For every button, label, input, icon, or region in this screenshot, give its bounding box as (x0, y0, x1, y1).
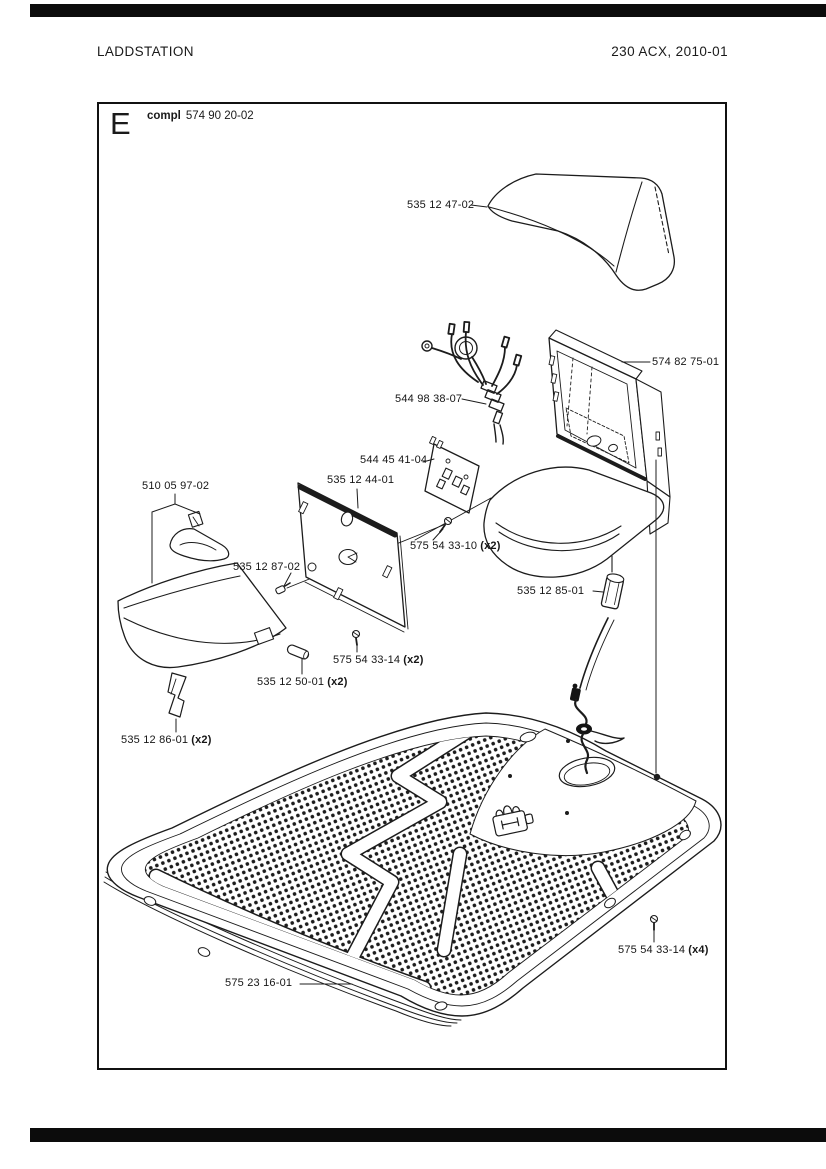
part-contact-cylinder (600, 555, 625, 610)
part-label: 535 12 50-01(x2) (257, 676, 348, 688)
part-screw-33-14-a (351, 629, 361, 646)
leader-lines (151, 204, 661, 985)
diagram-border (97, 102, 727, 1070)
part-screw-33-10 (439, 516, 453, 533)
page-title: LADDSTATION (97, 44, 194, 59)
plate-screw-holes (143, 731, 691, 1011)
part-cable-assembly (421, 320, 523, 445)
part-label: 575 54 33-10(x2) (410, 540, 501, 552)
part-locking-pin (286, 644, 310, 660)
part-label: 544 45 41-04 (360, 454, 428, 466)
boundary-cable-coil (570, 683, 625, 775)
part-label: 575 23 16-01 (225, 977, 293, 989)
part-label: 535 12 44-01 (327, 474, 395, 486)
part-label: 544 98 38-07 (395, 393, 463, 405)
scan-artifact-bar-bottom (30, 1128, 826, 1142)
part-screw-33-14-b (649, 914, 659, 931)
part-label: 575 54 33-14(x2) (333, 654, 424, 666)
part-station-body (483, 329, 671, 691)
part-label: 574 82 75-01 (652, 356, 720, 368)
part-rivet-87-02 (275, 582, 291, 595)
part-circuit-board (424, 435, 480, 514)
part-strap (167, 672, 187, 718)
plate-surface-dots (508, 739, 570, 815)
part-base-plate (103, 683, 722, 1027)
part-label: 535 12 47-02 (407, 199, 475, 211)
section-letter: E (110, 106, 131, 141)
part-label: 535 12 85-01 (517, 585, 585, 597)
part-mounting-panel (286, 482, 492, 633)
scan-artifact-bar-top (30, 4, 826, 17)
husqvarna-logo (492, 805, 534, 837)
part-left-cover (117, 510, 287, 669)
part-label: 535 12 87-02 (233, 561, 301, 573)
assembly-prefix: compl (147, 110, 181, 122)
part-label: 535 12 86-01(x2) (121, 734, 212, 746)
part-label: 575 54 33-14(x4) (618, 944, 709, 956)
part-top-cover (487, 173, 676, 291)
part-label: 510 05 97-02 (142, 480, 210, 492)
model-revision: 230 ACX, 2010-01 (611, 44, 728, 59)
